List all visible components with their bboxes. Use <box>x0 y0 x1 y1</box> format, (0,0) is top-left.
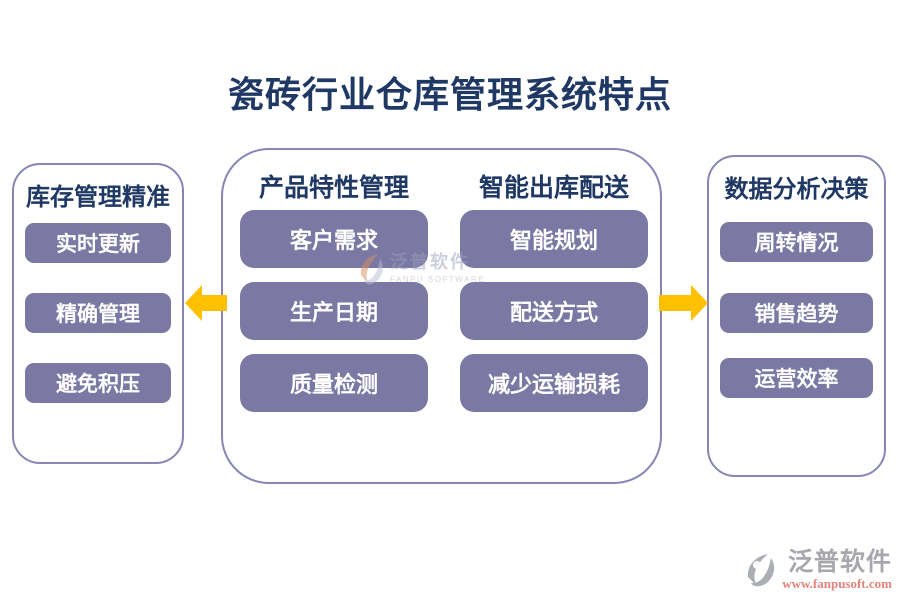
item-realtime-update: 实时更新 <box>25 223 171 263</box>
panel-inventory-management: 库存管理精准 实时更新 精确管理 避免积压 <box>12 163 184 464</box>
item-quality-inspection: 质量检测 <box>240 354 428 412</box>
item-reduce-transport-loss: 减少运输损耗 <box>460 354 648 412</box>
item-sales-trend: 销售趋势 <box>720 293 873 333</box>
panel-data-header: 数据分析决策 <box>724 176 869 203</box>
item-avoid-backlog: 避免积压 <box>25 363 171 403</box>
item-operation-efficiency: 运营效率 <box>720 358 873 398</box>
panel-inventory-header: 库存管理精准 <box>26 184 170 211</box>
item-production-date: 生产日期 <box>240 282 428 340</box>
brand-name: 泛普软件 <box>787 548 892 576</box>
item-smart-planning: 智能规划 <box>460 210 648 268</box>
item-turnover-status: 周转情况 <box>720 222 873 262</box>
column-smart-outbound: 智能出库配送 智能规划 配送方式 减少运输损耗 <box>460 150 648 482</box>
column-outbound-header: 智能出库配送 <box>478 174 629 202</box>
panel-core-features: 产品特性管理 客户需求 生产日期 质量检测 智能出库配送 智能规划 配送方式 减… <box>221 148 662 484</box>
column-product-characteristics: 产品特性管理 客户需求 生产日期 质量检测 <box>240 150 428 482</box>
column-product-header: 产品特性管理 <box>258 174 409 202</box>
brand-logo-texts: 泛普软件 www.fanpusoft.com <box>782 548 892 591</box>
item-delivery-method: 配送方式 <box>460 282 648 340</box>
brand-logo: 泛普软件 www.fanpusoft.com <box>744 550 892 590</box>
left-arrow-icon <box>185 285 227 321</box>
item-customer-demand: 客户需求 <box>240 210 428 268</box>
page-title: 瓷砖行业仓库管理系统特点 <box>227 74 672 115</box>
panel-data-analysis: 数据分析决策 周转情况 销售趋势 运营效率 <box>707 155 886 477</box>
brand-website: www.fanpusoft.com <box>782 576 892 591</box>
item-precise-management: 精确管理 <box>25 293 171 333</box>
right-arrow-icon <box>659 285 708 321</box>
fanpu-logo-icon <box>748 554 775 587</box>
